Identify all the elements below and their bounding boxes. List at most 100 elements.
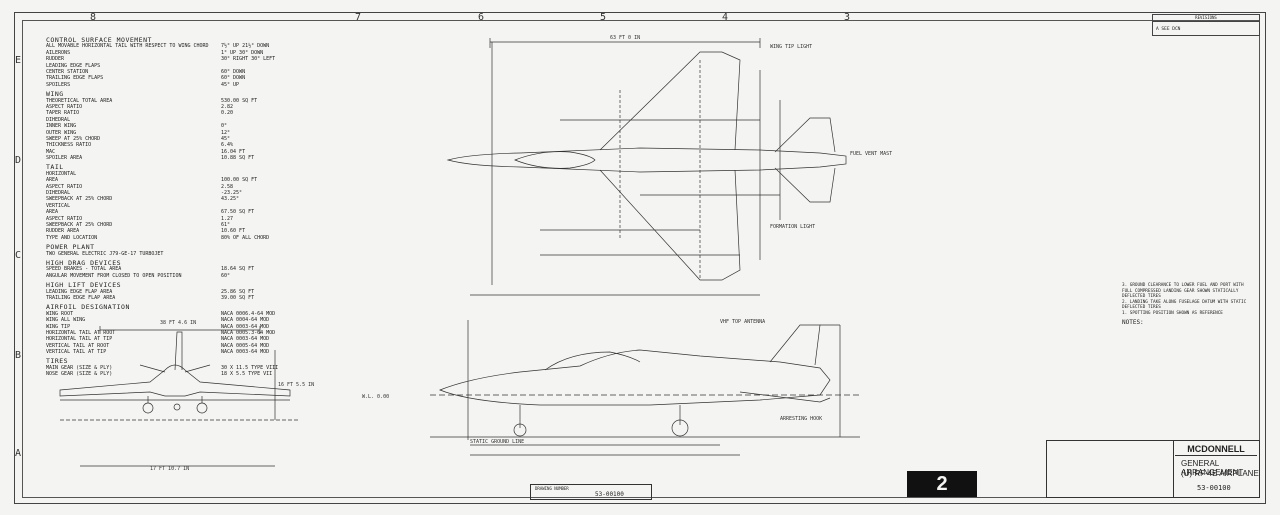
title-block: MCDONNELL GENERAL ARRANGEMENT (U) RF-4E … (1046, 440, 1260, 498)
spec-row: MAIN GEAR (SIZE & PLY)30 X 11.5 TYPE VII… (46, 365, 286, 371)
spec-row-label: THICKNESS RATIO (46, 142, 92, 149)
spec-row: DIHEDRAL-23.25° (46, 190, 286, 196)
spec-row: HORIZONTAL (46, 171, 286, 177)
spec-row: SWEEPBACK AT 25% CHORD 43.25° (46, 196, 286, 202)
spec-row-value: 7½° UP 21½° DOWN (221, 43, 270, 50)
spec-row-value: 18.64 SQ FT (221, 266, 255, 273)
spec-row-value: NACA 0005-64 MOD (221, 342, 270, 349)
side-callout: W.L. 0.00 (362, 394, 389, 400)
spec-row-value: 2.58 (221, 183, 234, 190)
spec-section-heading: HIGH DRAG DEVICES (46, 258, 122, 267)
spec-row-value: 43.25° (221, 196, 240, 203)
spec-row-label: CENTER STATION (46, 68, 89, 75)
note-item: 1. SPOTTING POSITION SHOWN AS REFERENCE (1122, 310, 1223, 316)
spec-row-label: ASPECT RATIO (46, 215, 83, 222)
spec-section-heading: AIRFOIL DESIGNATION (46, 303, 130, 312)
spec-row-label: TAPER RATIO (46, 110, 80, 117)
spec-row-value: NACA 0003-64 MOD (221, 323, 270, 330)
spec-row-value: 18 X 5.5 TYPE VII (221, 371, 273, 378)
spec-row-label: RUDDER AREA (46, 228, 80, 235)
spec-section-heading: CONTROL SURFACE MOVEMENT (46, 36, 152, 44)
spec-row-value: 12° (221, 129, 231, 136)
zone-label: 4 (722, 12, 729, 23)
spec-row-label: SWEEPBACK AT 25% CHORD (46, 196, 113, 203)
spec-row-value: 61° (221, 221, 231, 228)
side-callout: ARRESTING HOOK (780, 416, 822, 422)
spec-row-label: SWEEP AT 25% CHORD (46, 135, 101, 142)
spec-row-value: 30° RIGHT 30° LEFT (221, 56, 276, 63)
inner-border (22, 20, 1260, 498)
spec-row-value: 10.88 SQ FT (221, 155, 255, 162)
spec-row: NOSE GEAR (SIZE & PLY)18 X 5.5 TYPE VII (46, 371, 286, 377)
spec-row: AREA 67.50 SQ FT (46, 209, 286, 215)
spec-section-heading: POWER PLANT (46, 243, 95, 252)
spec-row-label: AREA (46, 209, 59, 216)
sheet-number: 2 (907, 471, 977, 497)
spec-section-heading: TIRES (46, 357, 69, 366)
spec-row-label: WING ROOT (46, 310, 74, 317)
spec-section-heading: WING (46, 90, 64, 99)
revision-header: REVISIONS (1153, 15, 1259, 22)
spec-row-value: 1° UP 30° DOWN (221, 49, 264, 56)
spec-row-label: AREA (46, 177, 59, 184)
spec-row-value: 80% OF ALL CHORD (221, 234, 270, 241)
zone-label: E (15, 55, 22, 66)
front-view (59, 326, 300, 467)
spec-row-value: 6.4% (221, 142, 234, 149)
spec-row-label: WING ALL WING (46, 317, 86, 324)
zone-label: 6 (478, 12, 485, 23)
zone-label: 7 (355, 12, 362, 23)
company-logo: MCDONNELL (1175, 443, 1257, 456)
spec-section-heading: TAIL (46, 163, 64, 172)
spec-row-label: TRAILING EDGE FLAP AREA (46, 294, 116, 301)
front-tread-label: 17 FT 10.7 IN (150, 466, 189, 472)
note-item: 3. GROUND CLEARANCE TO LOWER FUEL AND PO… (1122, 283, 1244, 300)
spec-row-label: VERTICAL (46, 202, 71, 209)
front-height-label: 16 FT 5.5 IN (278, 382, 314, 388)
spec-row-label: ANGULAR MOVEMENT FROM CLOSED TO OPEN POS… (46, 272, 182, 279)
spec-row-label: TRAILING EDGE FLAPS (46, 75, 104, 82)
spec-row: THICKNESS RATIO 6.4% (46, 142, 286, 148)
spec-row: VERTICAL (46, 203, 286, 209)
note-item: 2. LANDING TAKE ALONG FUSELAGE DATUM WIT… (1122, 299, 1247, 311)
spec-row-value: 67.50 SQ FT (221, 209, 255, 216)
spec-row-value: 60° DOWN (221, 75, 246, 82)
spec-row: SPEED BRAKES - TOTAL AREA 18.64 SQ FT (46, 266, 286, 272)
plan-callout: FUEL VENT MAST (850, 151, 892, 157)
spec-row-value: 2.82 (221, 103, 234, 110)
spec-row-value: 25.86 SQ FT (221, 288, 255, 295)
plan-callout: FORMATION LIGHT (770, 224, 815, 230)
spec-row: ANGULAR MOVEMENT FROM CLOSED TO OPEN POS… (46, 273, 286, 279)
spec-row-label: SPEED BRAKES - TOTAL AREA (46, 266, 122, 273)
side-view (430, 320, 860, 456)
side-callout: STATIC GROUND LINE (470, 439, 524, 445)
spec-row-label: LEADING EDGE FLAPS (46, 62, 101, 69)
zone-label: 5 (600, 12, 607, 23)
zone-label: B (15, 350, 22, 361)
spec-row-value: 39.00 SQ FT (221, 294, 255, 301)
plan-callout: WING TIP LIGHT (770, 44, 812, 50)
spec-row-label: THEORETICAL TOTAL AREA (46, 97, 113, 104)
drawing-title: GENERAL ARRANGEMENT (1181, 459, 1244, 477)
drawing-number-value: 53-00100 (595, 491, 624, 498)
spec-row-label: VERTICAL TAIL AT TIP (46, 349, 107, 356)
zone-label: D (15, 155, 22, 166)
spec-row-label: HORIZONTAL TAIL AT TIP (46, 336, 113, 343)
spec-row-value: NACA 0003-64 MOD (221, 349, 270, 356)
spec-row: TWO GENERAL ELECTRIC J79-GE-17 TURBOJET (46, 251, 286, 257)
spec-row-label: ALL MOVABLE HORIZONTAL TAIL WITH RESPECT… (46, 43, 209, 50)
